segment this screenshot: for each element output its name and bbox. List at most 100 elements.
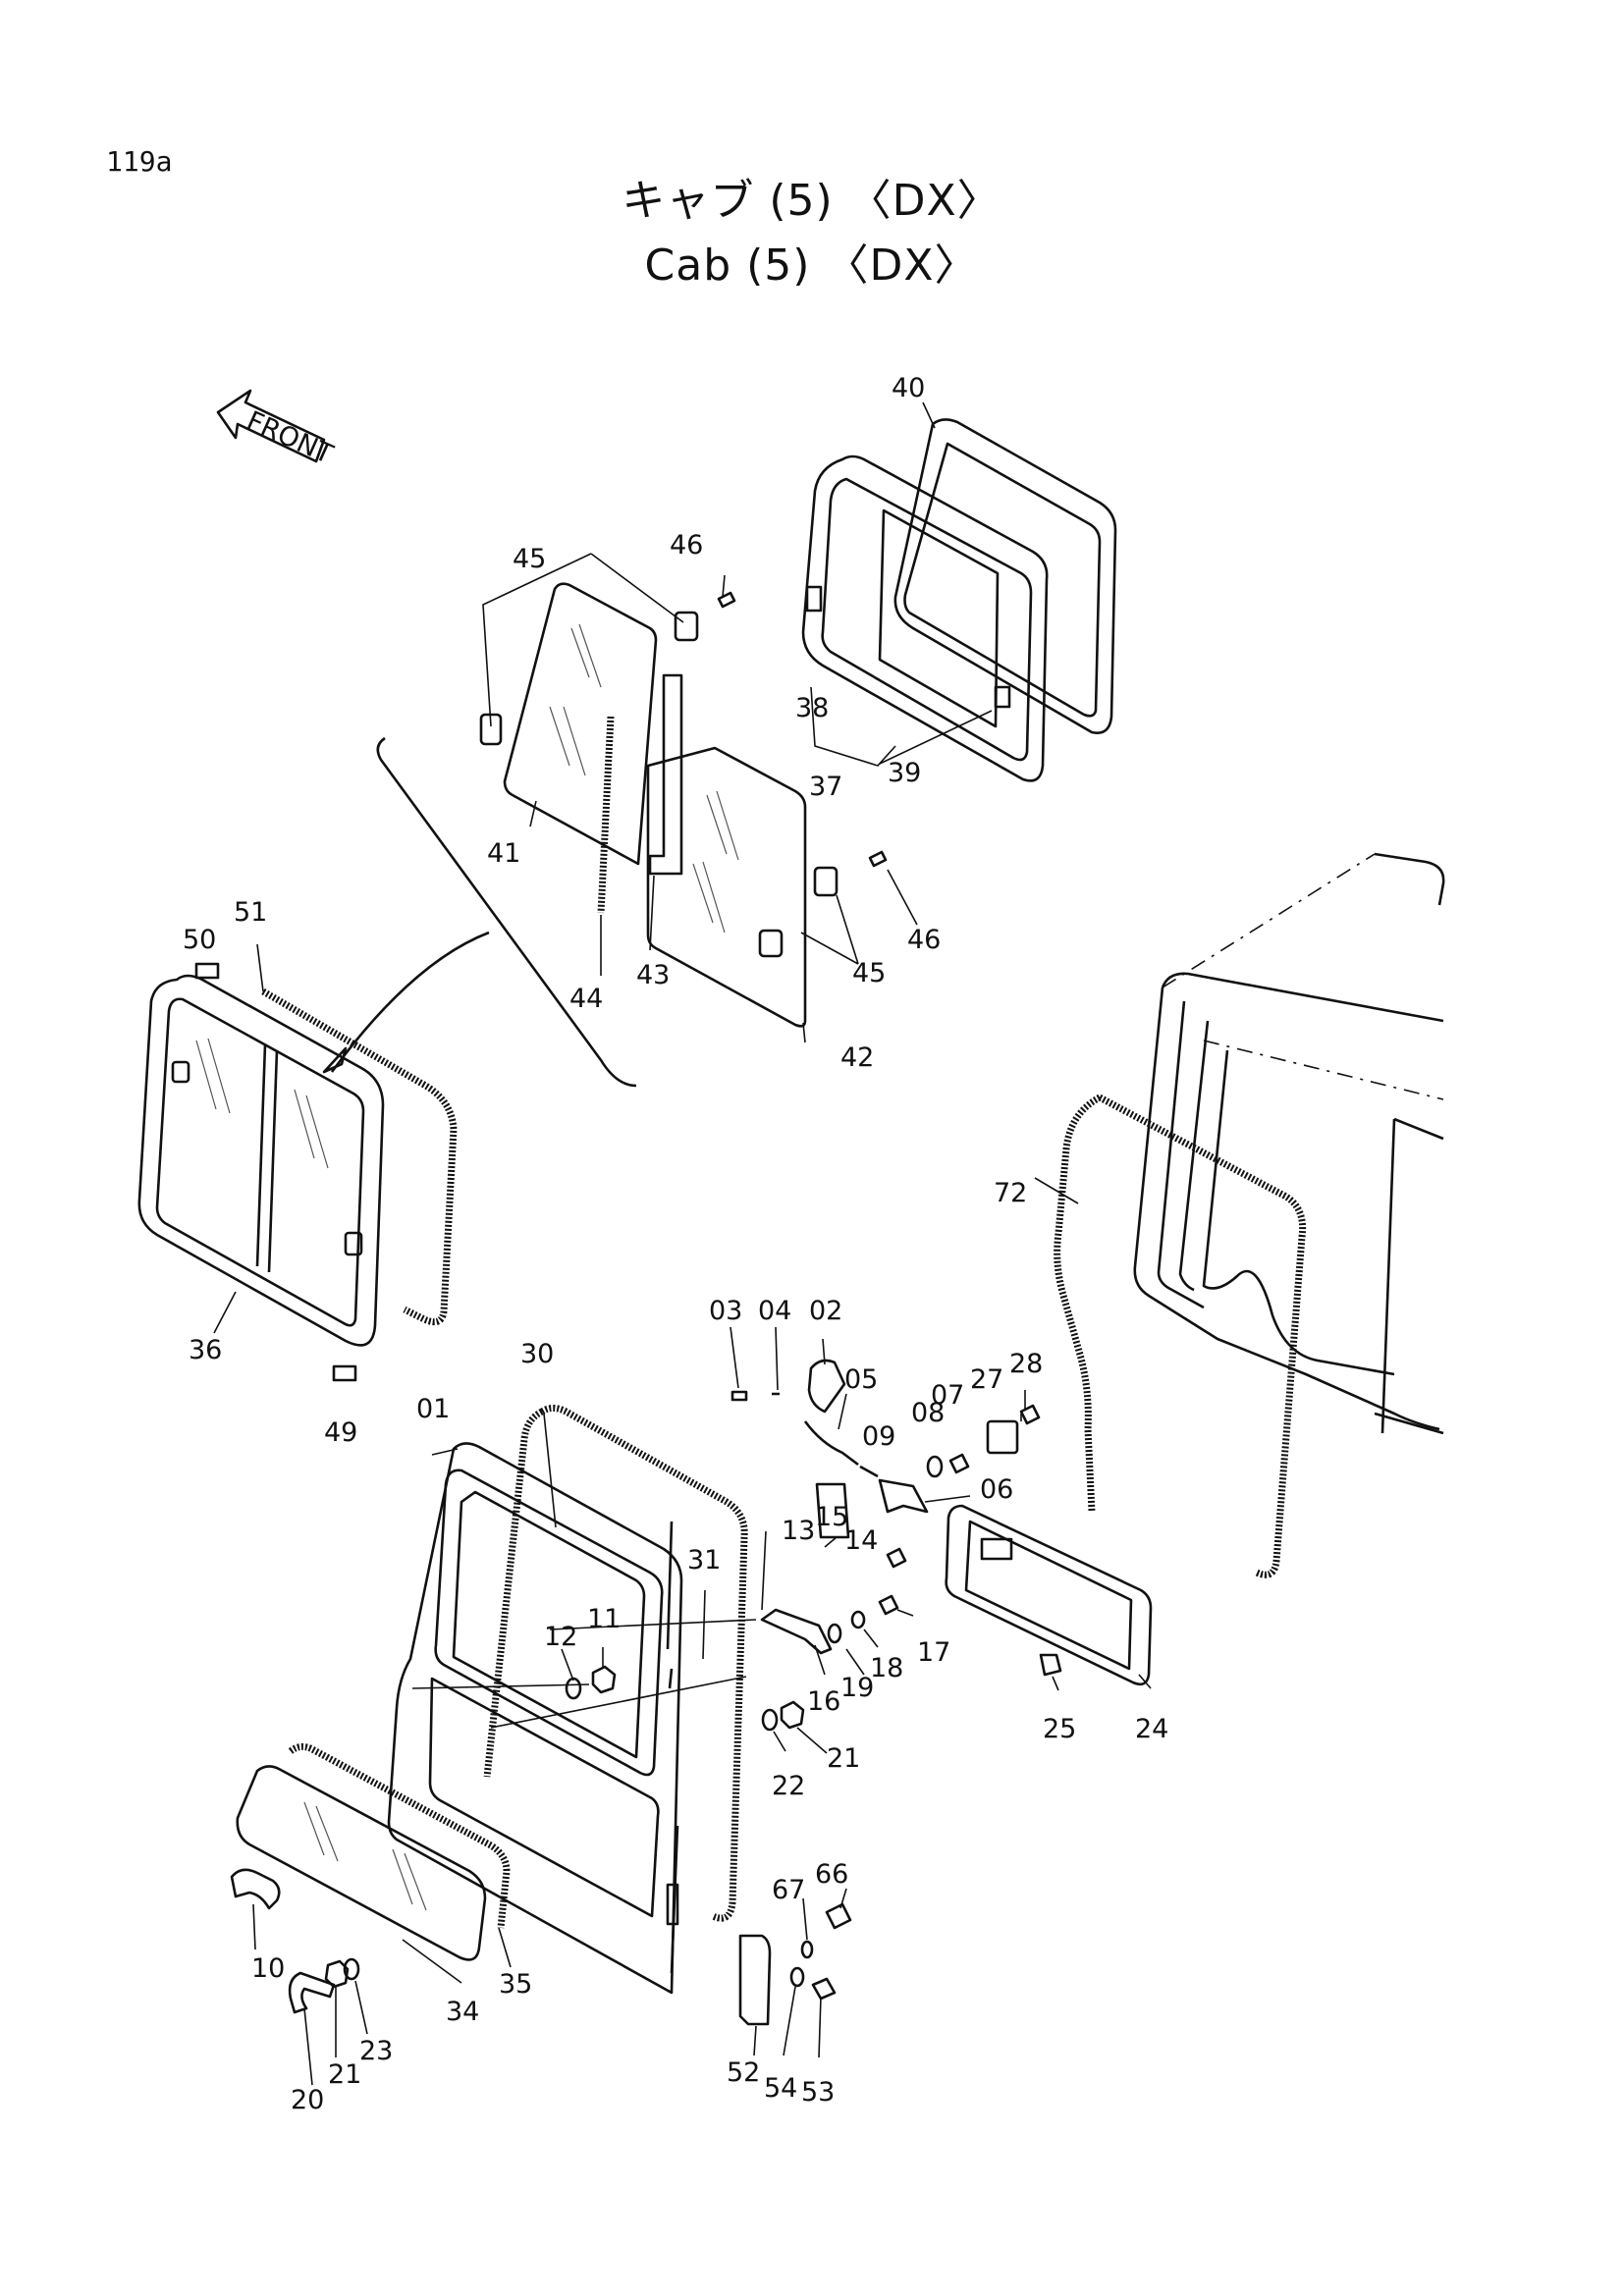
callout-01: 01: [416, 1394, 450, 1424]
callout-numbers: 40 45 46 38 37 39 41 44 43 46 45 42 51 5…: [183, 373, 1168, 2115]
callout-46: 46: [670, 530, 703, 561]
callout-08: 08: [911, 1398, 945, 1428]
part-51-seal: [261, 988, 458, 1326]
part-18-washer: [850, 1610, 866, 1629]
part-44-seal-strip: [597, 716, 615, 914]
callout-50: 50: [183, 925, 216, 955]
part-10-handle: [230, 1868, 281, 1910]
callout-41: 41: [487, 838, 520, 869]
callout-53: 53: [801, 2077, 835, 2108]
callout-02: 02: [809, 1296, 842, 1326]
part-36-sliding-window: [137, 974, 385, 1347]
callout-39: 39: [888, 758, 921, 788]
part-43-channel: [648, 673, 683, 876]
callout-54: 54: [764, 2073, 797, 2104]
part-01-door: [387, 1442, 683, 1995]
callout-51: 51: [234, 897, 267, 928]
part-19-washer: [827, 1623, 842, 1644]
callout-15: 15: [815, 1502, 848, 1532]
part-11-nut: [591, 1665, 617, 1694]
callout-21b: 21: [328, 2059, 361, 2090]
callout-16: 16: [807, 1686, 840, 1717]
callout-10: 10: [251, 1953, 285, 1984]
callout-21: 21: [827, 1743, 860, 1774]
part-54-washer: [789, 1966, 805, 1988]
callout-30: 30: [520, 1339, 554, 1369]
part-41-glass-panel: [479, 582, 699, 866]
part-72-door-seal: [1054, 1094, 1102, 1513]
callout-72: 72: [994, 1178, 1027, 1208]
callout-66: 66: [815, 1859, 848, 1890]
part-50-block: [194, 962, 220, 980]
callout-45b: 45: [852, 958, 886, 988]
callout-46b: 46: [907, 925, 941, 955]
part-12-washer: [565, 1677, 582, 1700]
leader-lines: [213, 401, 1152, 2086]
title-japanese: キャブ (5) 〈DX〉: [622, 176, 1001, 226]
callout-52: 52: [727, 2057, 760, 2088]
callout-42: 42: [840, 1042, 874, 1073]
callout-49: 49: [324, 1417, 357, 1448]
part-35-seal: [288, 1742, 511, 1929]
assembly-arrow: [330, 931, 490, 1073]
part-37-window-frame: [801, 454, 1049, 782]
title-english: Cab (5) 〈DX〉: [644, 240, 979, 291]
latch-assembly: [760, 1359, 929, 1655]
callout-06: 06: [980, 1474, 1013, 1505]
part-34-lower-glass: [236, 1765, 487, 1961]
callout-20: 20: [291, 2085, 324, 2115]
part-20-grip: [288, 1971, 336, 2014]
callout-43: 43: [636, 960, 670, 990]
part-52-hinge: [738, 1934, 772, 2026]
part-30-door-seal: [540, 1405, 748, 1922]
page-number: 119a: [106, 145, 173, 178]
callout-17: 17: [917, 1637, 950, 1668]
part-49-block: [332, 1364, 357, 1382]
part-42-glass-panel: [646, 746, 839, 1028]
callout-13: 13: [782, 1516, 815, 1546]
bolt-icons: [878, 1404, 1041, 1616]
callout-34: 34: [446, 1997, 479, 2027]
callout-38: 38: [795, 693, 829, 723]
callout-31: 31: [687, 1545, 721, 1575]
part-24-inner-panel: [945, 1504, 1153, 1686]
callout-05: 05: [844, 1364, 878, 1395]
callout-19: 19: [840, 1673, 874, 1703]
callout-bracket: [376, 736, 637, 1088]
arrow-head-icon: [322, 1046, 348, 1074]
callout-11: 11: [587, 1604, 621, 1634]
part-08-washer: [926, 1455, 944, 1478]
callout-22: 22: [772, 1771, 805, 1801]
callout-12: 12: [544, 1622, 577, 1652]
part-22-washer: [761, 1708, 779, 1732]
callout-35: 35: [499, 1969, 532, 2000]
callout-04: 04: [758, 1296, 791, 1326]
bolt-66-53-icons: [811, 1902, 852, 2001]
bolt-03-icon: [730, 1390, 780, 1402]
callout-18: 18: [870, 1653, 903, 1683]
callout-09: 09: [862, 1421, 895, 1452]
part-23-washer: [343, 1957, 360, 1981]
callout-23: 23: [359, 2036, 393, 2066]
part-40-window-frame: [893, 418, 1117, 734]
cab-body-outline: [1133, 852, 1445, 1435]
part-27-striker: [986, 1419, 1019, 1455]
part-67-washer: [800, 1940, 814, 1959]
part-21-nut: [324, 1959, 350, 1989]
part-25-fastener: [1039, 1653, 1062, 1677]
callout-25: 25: [1043, 1714, 1076, 1744]
callout-45: 45: [513, 544, 546, 574]
callout-28: 28: [1009, 1349, 1043, 1379]
front-arrow-icon: FRONT: [216, 389, 338, 470]
callout-36: 36: [189, 1335, 222, 1365]
bolt-46-icon: [717, 591, 888, 868]
callout-37: 37: [809, 772, 842, 802]
callout-40: 40: [892, 373, 925, 403]
callout-24: 24: [1135, 1714, 1168, 1744]
callout-67: 67: [772, 1875, 805, 1905]
callout-07: 07: [931, 1380, 964, 1411]
callout-44: 44: [569, 984, 603, 1014]
callout-27: 27: [970, 1364, 1003, 1395]
part-21-nut-b: [780, 1700, 805, 1730]
